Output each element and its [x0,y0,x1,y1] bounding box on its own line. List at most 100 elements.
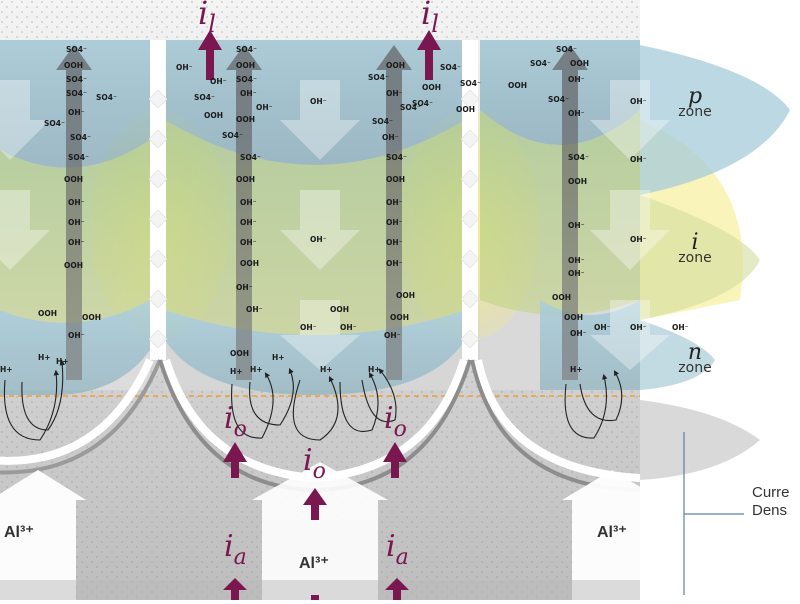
oh-ion-label: OH⁻ [594,323,611,332]
ooh-ion-label: OOH [64,61,83,70]
i-zone-letter: i [691,230,699,255]
oh-ion-label: OH⁻ [240,198,257,207]
p-zone-word: zone [678,104,712,120]
oh-ion-label: OH⁻ [672,323,689,332]
oh-ion-label: OH⁻ [568,221,585,230]
oh-ion-label: OH⁻ [240,89,257,98]
oh-ion-label: OH⁻ [300,323,317,332]
io-arrow-center [303,488,327,520]
so4-ion-label: SO4⁻ [460,79,481,88]
ooh-ion-label: OOH [568,177,587,186]
oh-ion-label: OH⁻ [68,108,85,117]
current-arrows [198,30,441,600]
oh-ion-label: OH⁻ [630,235,647,244]
so4-ion-label: SO4⁻ [400,103,421,112]
oh-ion-label: OH⁻ [570,329,587,338]
io-label-left: io [224,401,247,442]
oh-ion-label: OH⁻ [568,75,585,84]
so4-ion-label: SO4⁻ [96,93,117,102]
oh-ion-label: OH⁻ [240,238,257,247]
ooh-ion-label: OOH [386,175,405,184]
io-label-right: io [384,401,407,442]
oh-ion-label: OH⁻ [386,89,403,98]
oh-ion-label: OH⁻ [236,283,253,292]
so4-ion-label: SO4⁻ [44,119,65,128]
current-density-line-2: Dens [752,502,788,519]
aluminium-ion-arrows [0,462,662,600]
oh-ion-label: OH⁻ [384,331,401,340]
hplus-ion-label: H+ [56,357,69,366]
io-label-center: io [303,443,326,484]
oh-ion-label: OH⁻ [568,256,585,265]
oh-ion-label: OH⁻ [310,97,327,106]
il-arrow-left [198,30,222,80]
al-labels: Al³⁺ Al³⁺ Al³⁺ [4,524,627,572]
al-label-right: Al³⁺ [597,524,627,541]
so4-ion-label: SO4⁻ [66,89,87,98]
n-zone-letter: n [687,340,703,365]
current-density-line-1: Curre [752,484,790,501]
ia-label-right: ia [386,529,409,570]
so4-ion-label: SO4⁻ [372,117,393,126]
oh-ion-label: OH⁻ [68,218,85,227]
so4-ion-label: SO4⁻ [66,75,87,84]
oh-ion-label: OH⁻ [176,63,193,72]
ooh-ion-label: OOH [396,291,415,300]
i-zone-word: zone [678,250,712,266]
so4-ion-label: SO4⁻ [222,131,243,140]
al-label-center: Al³⁺ [299,555,329,572]
io-arrow-left [223,442,247,478]
oh-ion-label: OH⁻ [240,218,257,227]
oh-ion-label: OH⁻ [340,323,357,332]
ooh-ion-label: OOH [64,261,83,270]
oh-ion-label: OH⁻ [382,133,399,142]
il-arrow-right [417,30,441,80]
oh-ion-label: OH⁻ [630,97,647,106]
ooh-ion-label: OOH [390,313,409,322]
so4-ion-label: SO4⁻ [556,45,577,54]
ooh-ion-label: OOH [456,105,475,114]
so4-ion-label: SO4⁻ [66,45,87,54]
oh-ion-label: OH⁻ [386,198,403,207]
oh-ion-label: OH⁻ [68,198,85,207]
oh-ion-label: OH⁻ [386,218,403,227]
hplus-ion-label: H+ [250,365,263,374]
oh-ion-label: OH⁻ [630,323,647,332]
pore-walls [148,40,480,360]
so4-ion-label: SO4⁻ [70,133,91,142]
io-arrow-right [383,442,407,478]
oh-ion-label: OH⁻ [246,305,263,314]
hplus-ion-label: H+ [272,353,285,362]
hplus-ion-label: H+ [320,365,333,374]
so4-ion-label: SO4⁻ [194,93,215,102]
so4-ion-label: SO4⁻ [240,153,261,162]
n-zone-label: n zone [672,340,718,376]
hplus-ion-label: H+ [368,365,381,374]
ia-arrow-right [385,578,409,600]
ooh-ion-label: OOH [236,61,255,70]
p-zone-label: p zone [672,84,718,120]
oh-ion-label: OH⁻ [386,238,403,247]
ooh-ion-label: OOH [508,81,527,90]
oh-ion-label: OH⁻ [568,109,585,118]
oh-ion-label: OH⁻ [630,155,647,164]
so4-ion-label: SO4⁻ [386,153,407,162]
so4-ion-label: SO4⁻ [368,73,389,82]
so4-ion-label: SO4⁻ [568,153,589,162]
ia-label-left: ia [224,529,247,570]
ooh-ion-label: OOH [240,259,259,268]
oh-ion-label: OH⁻ [68,331,85,340]
ooh-ion-label: OOH [236,175,255,184]
so4-ion-label: SO4⁻ [440,63,461,72]
ooh-ion-label: OOH [386,61,405,70]
n-zone-word: zone [678,360,712,376]
p-zone-letter: p [687,84,703,109]
ia-arrow-left [223,578,247,600]
al-label-left: Al³⁺ [4,524,34,541]
ooh-ion-label: OOH [230,349,249,358]
ion-labels: SO4⁻OOHSO4⁻SO4⁻SO4⁻OH⁻SO4⁻SO4⁻SO4⁻OOHOH⁻… [0,45,689,376]
ooh-ion-label: OOH [82,313,101,322]
i-zone-label: i zone [672,230,718,266]
